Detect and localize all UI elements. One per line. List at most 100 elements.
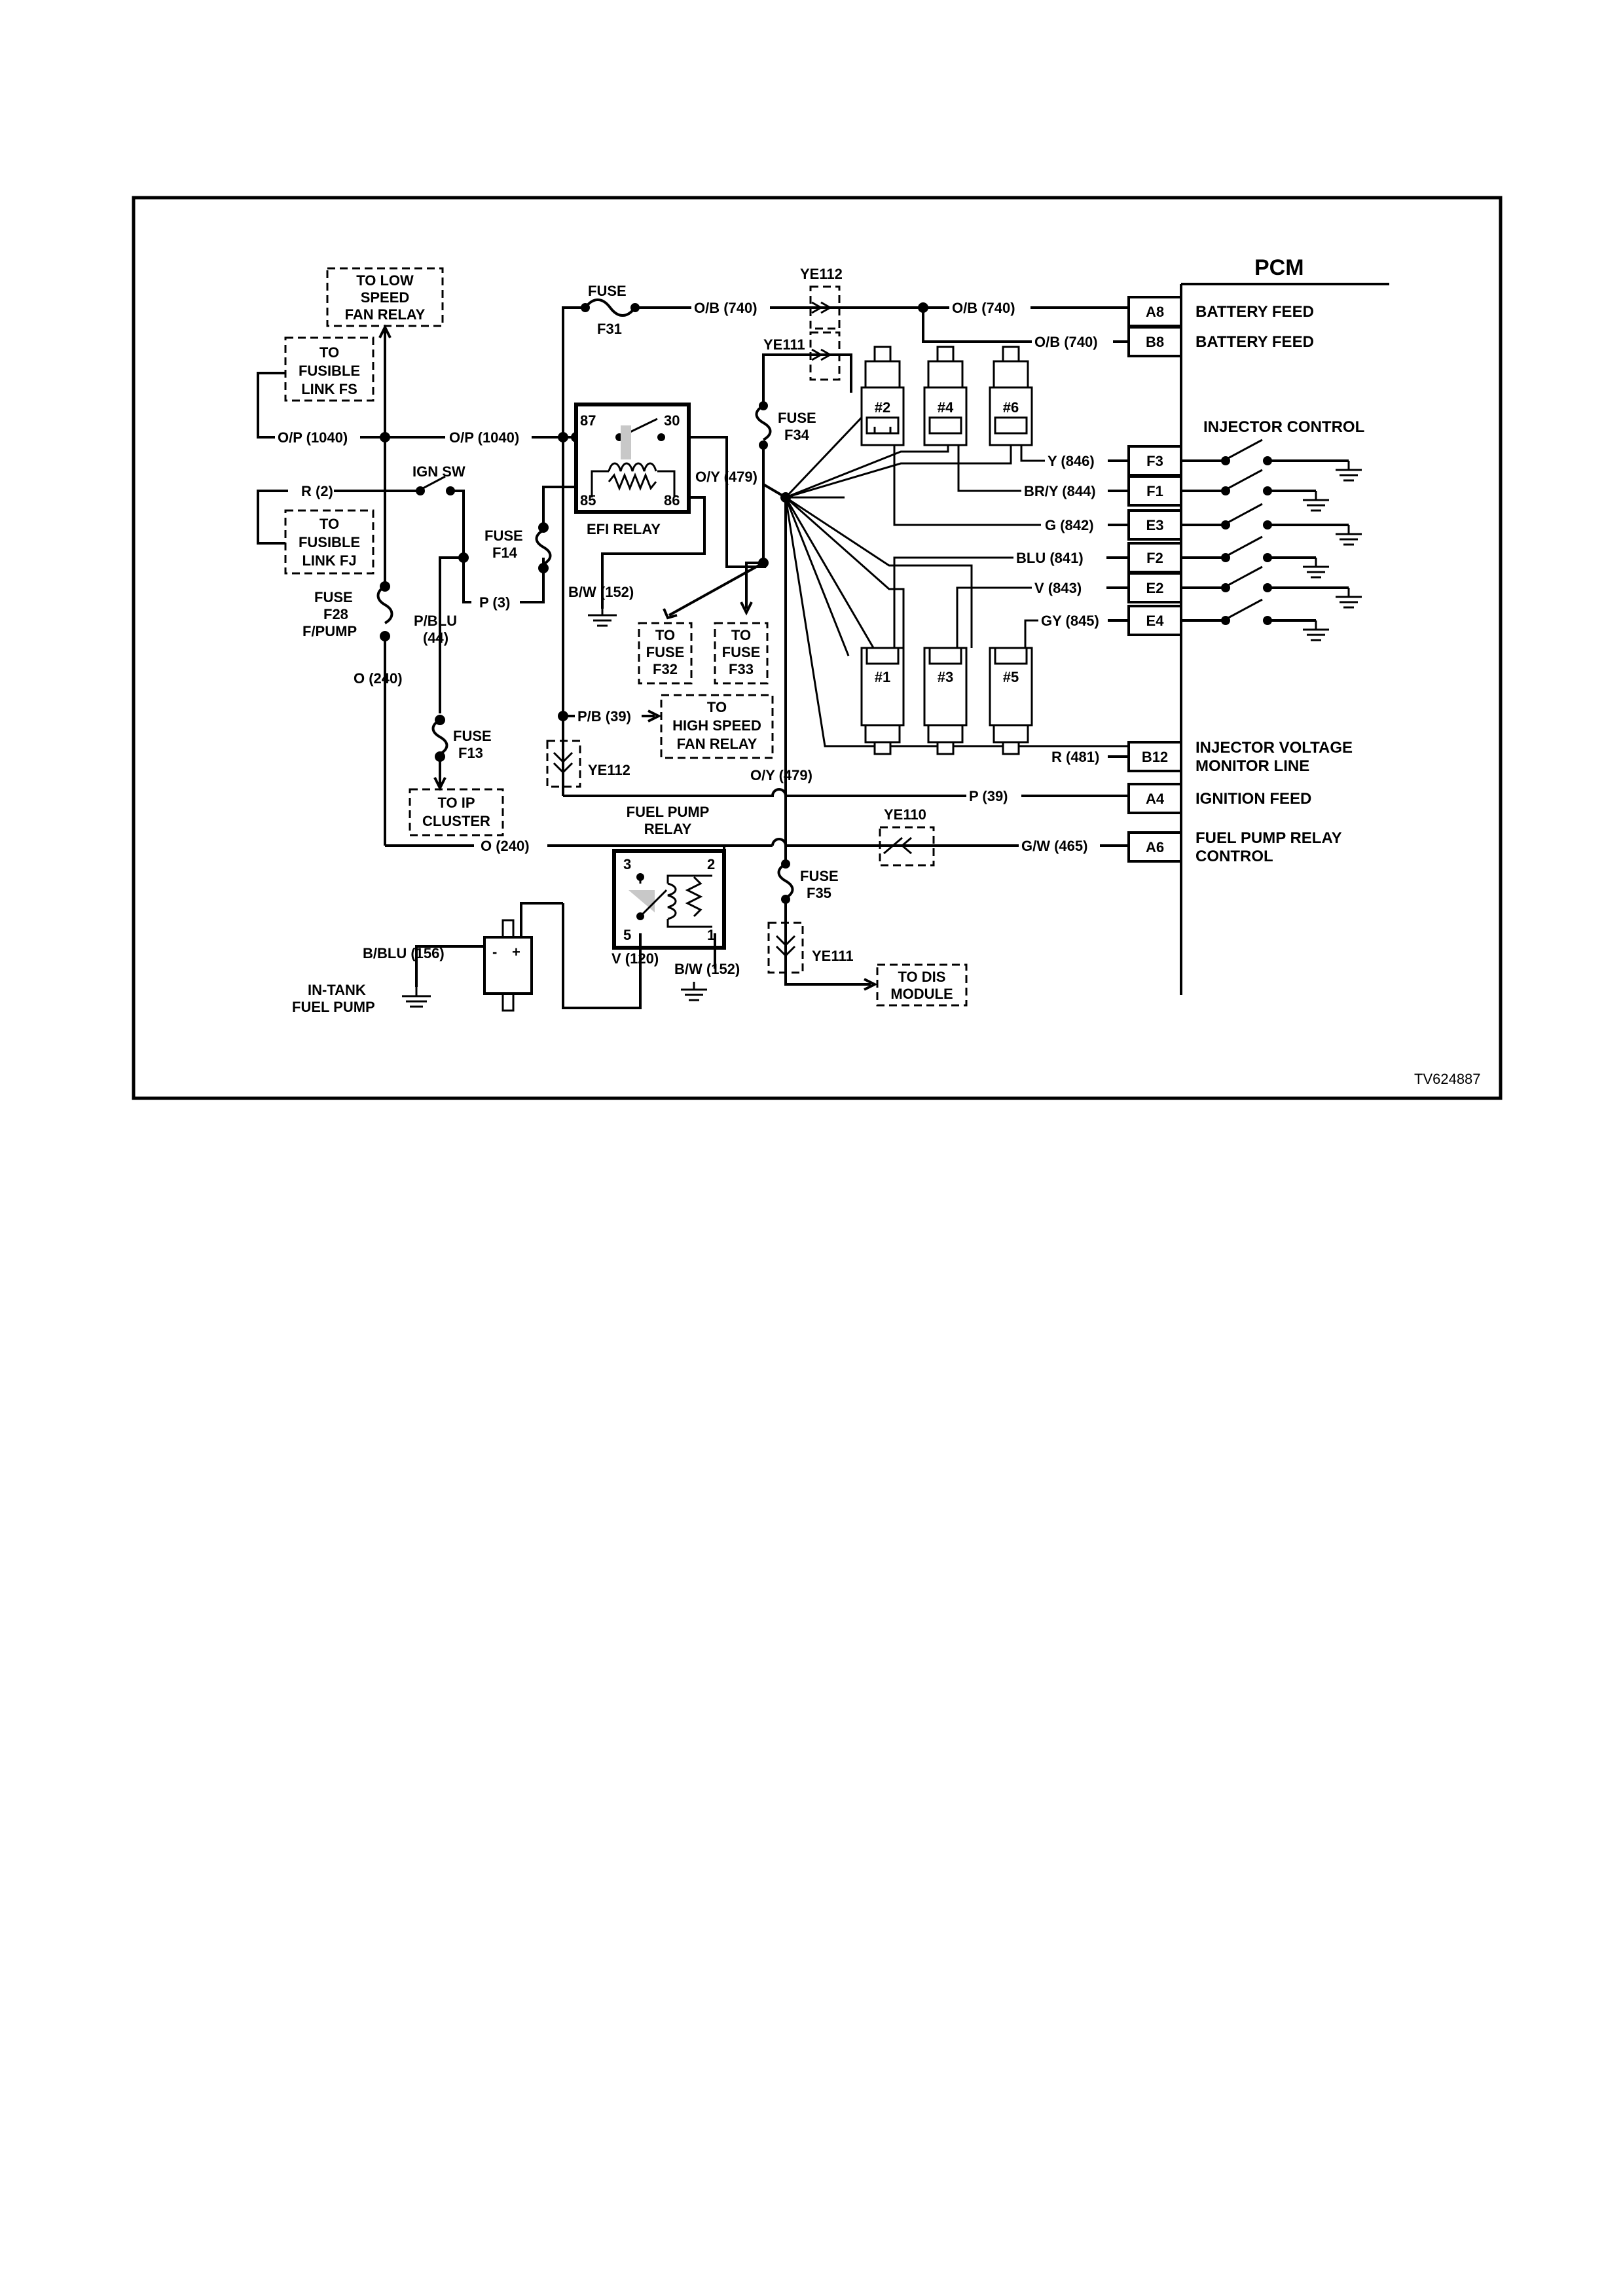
svg-text:F14: F14 [492, 545, 518, 561]
svg-text:YE111: YE111 [812, 948, 854, 964]
svg-text:Y (846): Y (846) [1048, 453, 1095, 469]
svg-text:LINK FS: LINK FS [301, 381, 357, 397]
svg-text:FUSE: FUSE [800, 868, 839, 884]
svg-text:#4: #4 [938, 399, 954, 416]
svg-text:F35: F35 [807, 885, 831, 901]
svg-text:LINK FJ: LINK FJ [302, 552, 356, 569]
ign-sw-label: IGN SW [412, 463, 465, 480]
injector-4: #4 [923, 346, 968, 446]
pin-e4: E4 [1127, 605, 1182, 636]
pin-f2: F2 [1127, 542, 1182, 573]
pin-b12: B12 [1127, 741, 1182, 772]
svg-text:+: + [512, 944, 520, 960]
efi-relay-label: EFI RELAY [587, 521, 661, 537]
svg-text:FUSE: FUSE [722, 644, 761, 660]
svg-text:CLUSTER: CLUSTER [422, 813, 490, 829]
svg-text:85: 85 [580, 492, 596, 509]
svg-text:B/BLU (156): B/BLU (156) [363, 945, 445, 961]
svg-text:FUEL PUMP: FUEL PUMP [292, 999, 375, 1015]
to-low-speed-fan-relay: TO LOW SPEED FAN RELAY [326, 267, 444, 327]
svg-text:F2: F2 [1146, 550, 1163, 566]
fuel-pump-relay: FUEL PUMP RELAY 3 2 5 1 [612, 804, 726, 950]
svg-text:P (3): P (3) [479, 594, 510, 611]
wire-pb-39: P/B (39) P (39) [558, 437, 1129, 804]
efi-relay: 87 30 85 86 EFI RELAY [574, 403, 691, 537]
svg-text:TO IP: TO IP [437, 795, 475, 811]
wire-ob-740-pcm: O/B (740) O/B (740) [914, 300, 1129, 350]
in-tank-fuel-pump: - + B/BLU (156) IN-TANK FUEL PUMP [292, 902, 563, 1015]
connector-ye111-top: YE111 [762, 331, 852, 393]
svg-text:O/B (740): O/B (740) [1034, 334, 1098, 350]
pin-b8-function: BATTERY FEED [1195, 333, 1314, 351]
wire-v-120 [562, 903, 642, 1009]
injector-control-label: INJECTOR CONTROL [1203, 418, 1364, 436]
connector-ye112-top: YE112 [770, 266, 914, 330]
svg-text:MODULE: MODULE [890, 986, 953, 1002]
pin-a6-function-line1: FUEL PUMP RELAY [1195, 829, 1342, 847]
svg-text:B12: B12 [1142, 749, 1168, 765]
pcm-title: PCM [1254, 255, 1304, 280]
fp-relay-ground-icon [681, 982, 707, 1001]
to-fusible-link-fs: TO FUSIBLE LINK FS [284, 336, 374, 402]
svg-text:GY (845): GY (845) [1041, 613, 1099, 629]
svg-text:YE112: YE112 [800, 266, 843, 282]
efi-ground-icon [588, 609, 617, 627]
svg-text:FUSIBLE: FUSIBLE [299, 363, 360, 379]
svg-text:A4: A4 [1146, 791, 1165, 807]
wire-efi-87-out [689, 436, 766, 568]
wire-gw-465: YE110 G/W (465) [786, 806, 1129, 867]
svg-text:FUSE: FUSE [453, 728, 492, 744]
svg-text:F13: F13 [458, 745, 483, 761]
svg-text:(44): (44) [423, 630, 448, 646]
svg-text:G/W (465): G/W (465) [1021, 838, 1087, 854]
svg-text:FUEL PUMP: FUEL PUMP [627, 804, 710, 820]
svg-text:2: 2 [707, 856, 715, 872]
fuse-f35: FUSE F35 YE111 [767, 846, 878, 991]
svg-text:F33: F33 [729, 661, 754, 677]
svg-text:FAN RELAY: FAN RELAY [677, 736, 757, 752]
pcm-module: PCM INJECTOR CONTROL A8 B8 F3 F1 E3 F2 E… [1127, 255, 1389, 995]
svg-text:TO: TO [655, 627, 675, 643]
injector-5: #5 [989, 647, 1033, 755]
svg-text:BR/Y (844): BR/Y (844) [1024, 483, 1096, 499]
bottom-injector-leads: BLU (841) V (843) GY (845) R (481) [893, 550, 1129, 765]
svg-text:FUSIBLE: FUSIBLE [299, 534, 360, 550]
svg-text:YE111: YE111 [763, 336, 805, 353]
svg-text:E4: E4 [1146, 613, 1165, 629]
svg-text:3: 3 [623, 856, 631, 872]
fuse-f13: FUSE F13 [431, 715, 492, 791]
wire-efi-86-ground [601, 496, 706, 609]
svg-text:E2: E2 [1146, 580, 1164, 596]
wire-bw-152-fp: B/W (152) [674, 961, 740, 977]
svg-text:RELAY: RELAY [644, 821, 692, 837]
pin-a4: A4 [1127, 783, 1182, 814]
svg-text:P/B (39): P/B (39) [577, 708, 631, 725]
svg-text:O (240): O (240) [481, 838, 530, 854]
svg-text:HIGH SPEED: HIGH SPEED [672, 717, 761, 734]
svg-text:YE112: YE112 [588, 762, 630, 778]
svg-text:5: 5 [623, 927, 631, 943]
wire-ob-740-label-1: O/B (740) [694, 300, 757, 316]
to-dis-module: TO DIS MODULE [876, 963, 968, 1007]
to-fusible-link-fj: TO FUSIBLE LINK FJ [284, 509, 374, 575]
svg-text:FUSE: FUSE [588, 283, 627, 299]
svg-text:E3: E3 [1146, 517, 1164, 533]
svg-text:TO: TO [731, 627, 751, 643]
svg-text:V (843): V (843) [1034, 580, 1082, 596]
svg-text:TO: TO [319, 344, 339, 361]
svg-text:TO DIS: TO DIS [898, 969, 946, 985]
wire-r-2-ign-sw: R (2) IGN SW P (3) P/BLU (44) [257, 463, 545, 713]
svg-text:P/BLU: P/BLU [414, 613, 457, 629]
pin-a8: A8 [1127, 296, 1182, 327]
pin-a4-function: IGNITION FEED [1195, 790, 1311, 808]
svg-text:#2: #2 [875, 399, 890, 416]
svg-text:FUSE: FUSE [778, 410, 816, 426]
svg-text:F1: F1 [1146, 483, 1163, 499]
pin-f1: F1 [1127, 475, 1182, 507]
fuse-f28-label-2: F28 [323, 606, 348, 622]
svg-text:YE110: YE110 [884, 806, 926, 823]
injector-2: #2 [860, 346, 905, 446]
svg-text:TO LOW: TO LOW [356, 272, 414, 289]
pin-b12-function-line1: INJECTOR VOLTAGE [1195, 739, 1353, 757]
